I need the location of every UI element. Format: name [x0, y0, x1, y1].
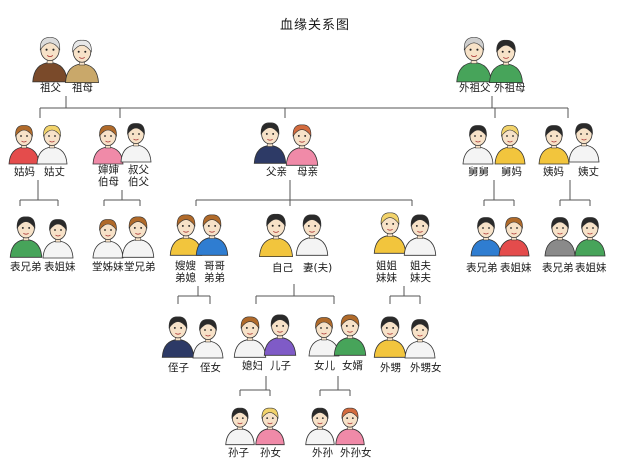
cousin-brother-1-portrait	[9, 216, 43, 258]
label-paternal-aunt-husband: 姑丈	[44, 166, 65, 178]
label-grandfather: 祖父	[40, 82, 61, 94]
self-portrait	[259, 213, 293, 257]
spouse-portrait	[295, 214, 329, 256]
grandson-portrait	[225, 407, 255, 446]
maternal-uncle-portrait	[462, 125, 494, 165]
tang-brother-portrait	[121, 216, 155, 258]
label-sister-husband: 姐夫妹夫	[410, 260, 431, 284]
label-cousin-sister-2: 表姐妹	[500, 262, 532, 274]
label-nephew: 侄子	[168, 362, 189, 374]
label-uncle-wife: 婶婶伯母	[98, 164, 119, 188]
label-spouse: 妻(夫)	[303, 262, 333, 274]
maternal-uncle-wife-portrait	[494, 125, 526, 165]
label-sister-son: 外甥	[380, 362, 401, 374]
label-daughter-in-law: 媳妇	[242, 360, 263, 372]
label-cousin-brother-1: 表兄弟	[10, 261, 42, 273]
maternal-grandfather-portrait	[456, 37, 492, 83]
label-father: 父亲	[266, 166, 287, 178]
label-maternal-uncle: 舅舅	[468, 166, 489, 178]
label-paternal-aunt: 姑妈	[14, 166, 35, 178]
cousin-brother-2-portrait	[470, 217, 502, 257]
label-uncle: 叔父伯父	[128, 164, 149, 188]
father-portrait	[253, 122, 287, 164]
label-sister-daughter: 外甥女	[410, 362, 442, 374]
tang-sister-portrait	[92, 219, 124, 259]
grandfather-portrait	[32, 37, 68, 83]
uncle-wife-portrait	[92, 125, 124, 165]
label-maternal-aunt: 姨妈	[543, 166, 564, 178]
brother-portrait	[195, 214, 229, 256]
daughter-son-portrait	[305, 407, 335, 446]
daughter-portrait	[308, 317, 340, 357]
cousin-sister-1-portrait	[42, 219, 74, 259]
label-daughter-son: 外孙	[312, 447, 333, 459]
granddaughter-portrait	[255, 407, 285, 446]
label-maternal-uncle-wife: 舅妈	[501, 166, 522, 178]
daughter-daughter-portrait	[335, 407, 365, 446]
cousin-brother-3-portrait	[544, 217, 576, 257]
label-daughter-daughter: 外孙女	[340, 447, 372, 459]
label-cousin-sister-1: 表姐妹	[44, 261, 76, 273]
label-tang-brother: 堂兄弟	[124, 261, 156, 273]
sister-in-law-portrait	[169, 214, 203, 256]
label-son-in-law: 女婿	[342, 360, 363, 372]
grandmother-portrait	[65, 39, 99, 83]
nephew-portrait	[161, 316, 195, 358]
label-cousin-brother-2: 表兄弟	[466, 262, 498, 274]
label-son: 儿子	[270, 360, 291, 372]
label-self: 自己	[272, 262, 293, 274]
cousin-sister-3-portrait	[574, 217, 606, 257]
label-niece: 侄女	[200, 362, 221, 374]
son-in-law-portrait	[333, 314, 367, 356]
label-daughter: 女儿	[314, 360, 335, 372]
maternal-aunt-husband-portrait	[568, 123, 600, 163]
paternal-aunt-husband-portrait	[36, 125, 68, 165]
sister-daughter-portrait	[404, 319, 436, 359]
label-maternal-aunt-husband: 姨丈	[578, 166, 599, 178]
label-sister: 姐姐妹妹	[376, 260, 397, 284]
label-mother: 母亲	[297, 166, 318, 178]
sister-son-portrait	[373, 316, 407, 358]
mother-portrait	[285, 124, 319, 166]
label-brother: 哥哥弟弟	[204, 260, 225, 284]
label-maternal-grandmother: 外祖母	[494, 82, 526, 94]
maternal-grandmother-portrait	[489, 39, 523, 83]
cousin-sister-2-portrait	[498, 217, 530, 257]
label-maternal-grandfather: 外祖父	[459, 82, 491, 94]
label-sister-in-law-brother: 嫂嫂弟媳	[175, 260, 196, 284]
niece-portrait	[192, 319, 224, 359]
label-granddaughter: 孙女	[260, 447, 281, 459]
label-cousin-brother-3: 表兄弟	[542, 262, 574, 274]
son-portrait	[263, 314, 297, 356]
label-grandson: 孙子	[228, 447, 249, 459]
sister-portrait	[373, 212, 407, 254]
label-tang-sister: 堂姊妹	[92, 261, 124, 273]
paternal-aunt-portrait	[8, 125, 40, 165]
page-title: 血缘关系图	[279, 18, 350, 33]
sister-husband-portrait	[403, 214, 437, 256]
uncle-portrait	[120, 123, 152, 163]
daughter-in-law-portrait	[233, 316, 267, 358]
maternal-aunt-portrait	[538, 125, 570, 165]
label-grandmother: 祖母	[72, 82, 93, 94]
label-cousin-sister-3: 表姐妹	[575, 262, 607, 274]
